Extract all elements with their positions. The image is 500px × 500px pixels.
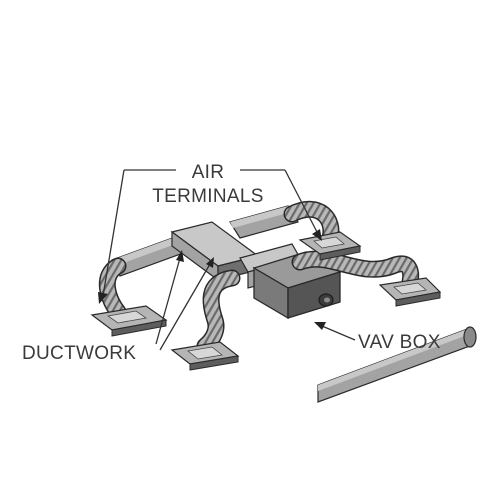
ductwork-leaders	[155, 250, 214, 351]
air-terminal-front	[170, 341, 240, 371]
air-terminals-leaders	[98, 169, 322, 304]
air-terminal-left	[90, 305, 168, 337]
vav-box-leader	[314, 322, 356, 341]
air-terminal-right	[378, 277, 442, 307]
distribution-duct	[317, 326, 477, 403]
vav-box	[252, 251, 342, 320]
vav-box-label: VAV BOX	[358, 332, 441, 353]
air-terminals-label-line1: AIR	[192, 162, 225, 183]
air-terminals	[90, 231, 442, 371]
ductwork-label: DUCTWORK	[22, 343, 136, 364]
air-terminals-label-line2: TERMINALS	[152, 186, 263, 207]
